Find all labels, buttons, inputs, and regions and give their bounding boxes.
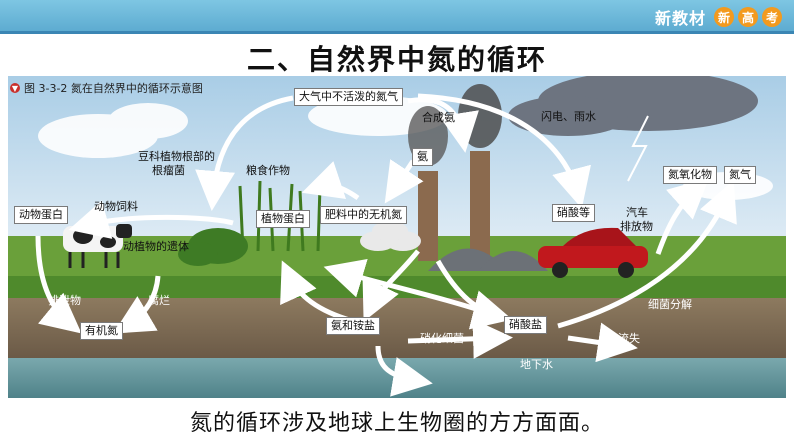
label-ammonia: 氨 [412,148,433,166]
nitrogen-cycle-figure: ▼ 图 3-3-2 氮在自然界中的循环示意图 大气中不活泼的氮气 合成氨 闪电、… [8,76,786,398]
label-car-exhaust-1: 汽车 [626,206,648,220]
label-plant-remains: 动植物的遗体 [123,240,189,254]
header-stripe [0,31,794,34]
label-organic-n: 有机氮 [80,322,123,340]
label-synthetic-ammonia: 合成氨 [422,111,455,125]
label-nitrate: 硝酸盐 [504,316,547,334]
label-legume-bacteria-1: 豆科植物根部的 [138,150,215,164]
brand-badge-1: 新 [714,7,734,27]
label-groundwater: 地下水 [520,358,553,372]
brand-badge-2: 高 [738,7,758,27]
label-car-exhaust-2: 排放物 [620,220,653,234]
label-inorganic-fertilizer: 肥料中的无机氮 [320,206,407,224]
label-legume-bacteria-2: 根瘤菌 [152,164,185,178]
label-denitrification: 细菌分解 [648,298,692,312]
label-excreta: 排泄物 [48,294,81,308]
figure-caption: ▼ 图 3-3-2 氮在自然界中的循环示意图 [10,80,203,96]
header-bar: 新教材 新 高 考 [0,0,794,34]
label-decay: 腐烂 [148,294,170,308]
page-title: 二、自然界中氮的循环 [0,38,794,78]
brand-text: 新教材 [655,5,706,29]
figure-illustration [8,76,786,398]
brand-badge-3: 考 [762,7,782,27]
label-lightning-rain: 闪电、雨水 [541,110,596,124]
figure-caption-text: 图 3-3-2 氮在自然界中的循环示意图 [24,80,203,96]
brand-logo: 新教材 新 高 考 [655,6,782,28]
label-animal-protein: 动物蛋白 [14,206,68,224]
label-animal-feed: 动物饲料 [94,200,138,214]
label-food-crops: 粮食作物 [246,164,290,178]
label-nitrogen-gas: 氮气 [724,166,756,184]
label-nitrification: 硝化细菌 [420,332,464,346]
label-nitric-acid: 硝酸等 [552,204,595,222]
figure-marker-icon: ▼ [10,83,20,93]
label-atmosphere-n2: 大气中不活泼的氮气 [294,88,403,106]
label-leaching: 流失 [618,332,640,346]
label-nitrogen-oxides: 氮氧化物 [663,166,717,184]
label-plant-protein: 植物蛋白 [256,210,310,228]
label-ammonium-salts: 氨和铵盐 [326,317,380,335]
bottom-caption: 氮的循环涉及地球上生物圈的方方面面。 [0,405,794,437]
